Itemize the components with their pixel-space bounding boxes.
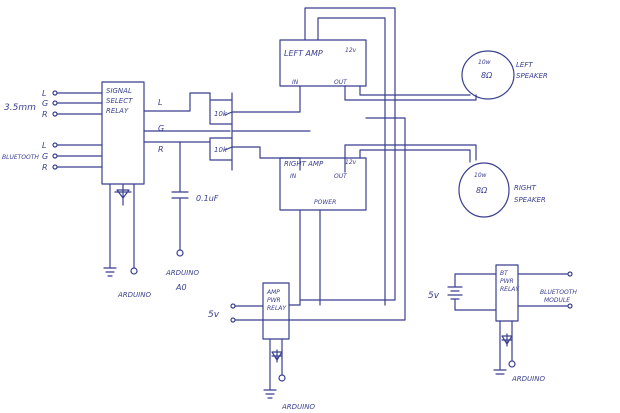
right-amp-vcc: 12v (345, 159, 357, 166)
left-amp-vcc: 12v (345, 47, 357, 54)
signal-relay-title-2: SELECT (106, 97, 133, 105)
amp-relay-line-1: AMP (266, 289, 280, 296)
arduino-a0-label-2: A0 (175, 283, 187, 292)
amp-relay-line-3: RELAY (267, 305, 287, 312)
input-35mm-r: R (42, 110, 48, 119)
arduino-label-left: ARDUINO (117, 291, 151, 299)
right-amp-out: OUT (334, 173, 348, 180)
bt-relay-arduino: ARDUINO (511, 375, 545, 383)
input-bluetooth-wires: BLUETOOTH L G R (2, 141, 103, 172)
left-amp-in: IN (292, 79, 299, 86)
relay-out-l: L (158, 98, 162, 107)
amp-power-relay: AMP PWR RELAY 5v ARDUINO (208, 282, 315, 411)
right-speaker-watt: 10w (474, 172, 487, 179)
relay-out-g: G (158, 124, 164, 133)
right-speaker: 10w 8Ω RIGHT SPEAKER (458, 162, 546, 218)
relay-out-r: R (158, 145, 164, 154)
amp-relay-line-2: PWR (267, 297, 281, 304)
input-35mm-label: 3.5mm (4, 103, 36, 113)
arduino-a0-label-1: ARDUINO (165, 269, 199, 277)
capacitor-a0: 0.1uF ARDUINO A0 (165, 141, 219, 292)
amp-wiring (231, 7, 477, 321)
left-speaker: 10w 8Ω LEFT SPEAKER (461, 50, 548, 100)
input-bluetooth-label: BLUETOOTH (2, 154, 39, 161)
left-speaker-watt: 10w (478, 59, 491, 66)
input-bt-l: L (42, 141, 46, 150)
right-amp: RIGHT AMP 12v IN OUT POWER (279, 157, 367, 211)
amp-relay-arduino: ARDUINO (281, 403, 315, 411)
pot-top-label: 10k (214, 110, 228, 118)
signal-relay-title-3: RELAY (106, 107, 129, 115)
right-amp-power: POWER (314, 199, 336, 206)
signal-relay-title-1: SIGNAL (106, 87, 132, 95)
left-speaker-ohm: 8Ω (481, 71, 493, 80)
bt-relay-line-1: BT (500, 270, 509, 277)
bt-relay-line-2: PWR (500, 278, 514, 285)
input-bt-g: G (42, 152, 48, 161)
input-35mm-l: L (42, 89, 46, 98)
input-bt-r: R (42, 163, 48, 172)
amp-relay-supply: 5v (208, 310, 220, 320)
relay-outputs: L G R (143, 92, 231, 154)
relay-ground: ARDUINO (103, 183, 151, 299)
right-amp-in: IN (290, 173, 297, 180)
right-speaker-label-1: RIGHT (514, 184, 537, 192)
right-amp-title: RIGHT AMP (284, 160, 324, 168)
left-speaker-label-1: LEFT (516, 61, 533, 69)
left-speaker-label-2: SPEAKER (516, 72, 548, 80)
bt-relay-line-3: RELAY (500, 286, 520, 293)
input-35mm-wires: 3.5mm L G R (4, 89, 103, 119)
bt-power-relay: BT PWR RELAY 5v BLUETOOTH MODULE ARDUINO (428, 264, 577, 383)
signal-select-relay: SIGNAL SELECT RELAY (101, 81, 145, 206)
input-35mm-g: G (42, 99, 48, 108)
left-amp-title: LEFT AMP (284, 49, 323, 58)
capacitor-label: 0.1uF (196, 194, 219, 203)
left-amp-out: OUT (334, 79, 348, 86)
right-speaker-ohm: 8Ω (476, 186, 488, 195)
bt-module-label-2: MODULE (544, 297, 570, 304)
right-speaker-label-2: SPEAKER (514, 196, 546, 204)
pot-bottom-label: 10k (214, 146, 228, 154)
bt-module-label-1: BLUETOOTH (540, 289, 577, 296)
left-amp: LEFT AMP 12v IN OUT (279, 39, 367, 87)
bt-relay-supply: 5v (428, 291, 440, 301)
